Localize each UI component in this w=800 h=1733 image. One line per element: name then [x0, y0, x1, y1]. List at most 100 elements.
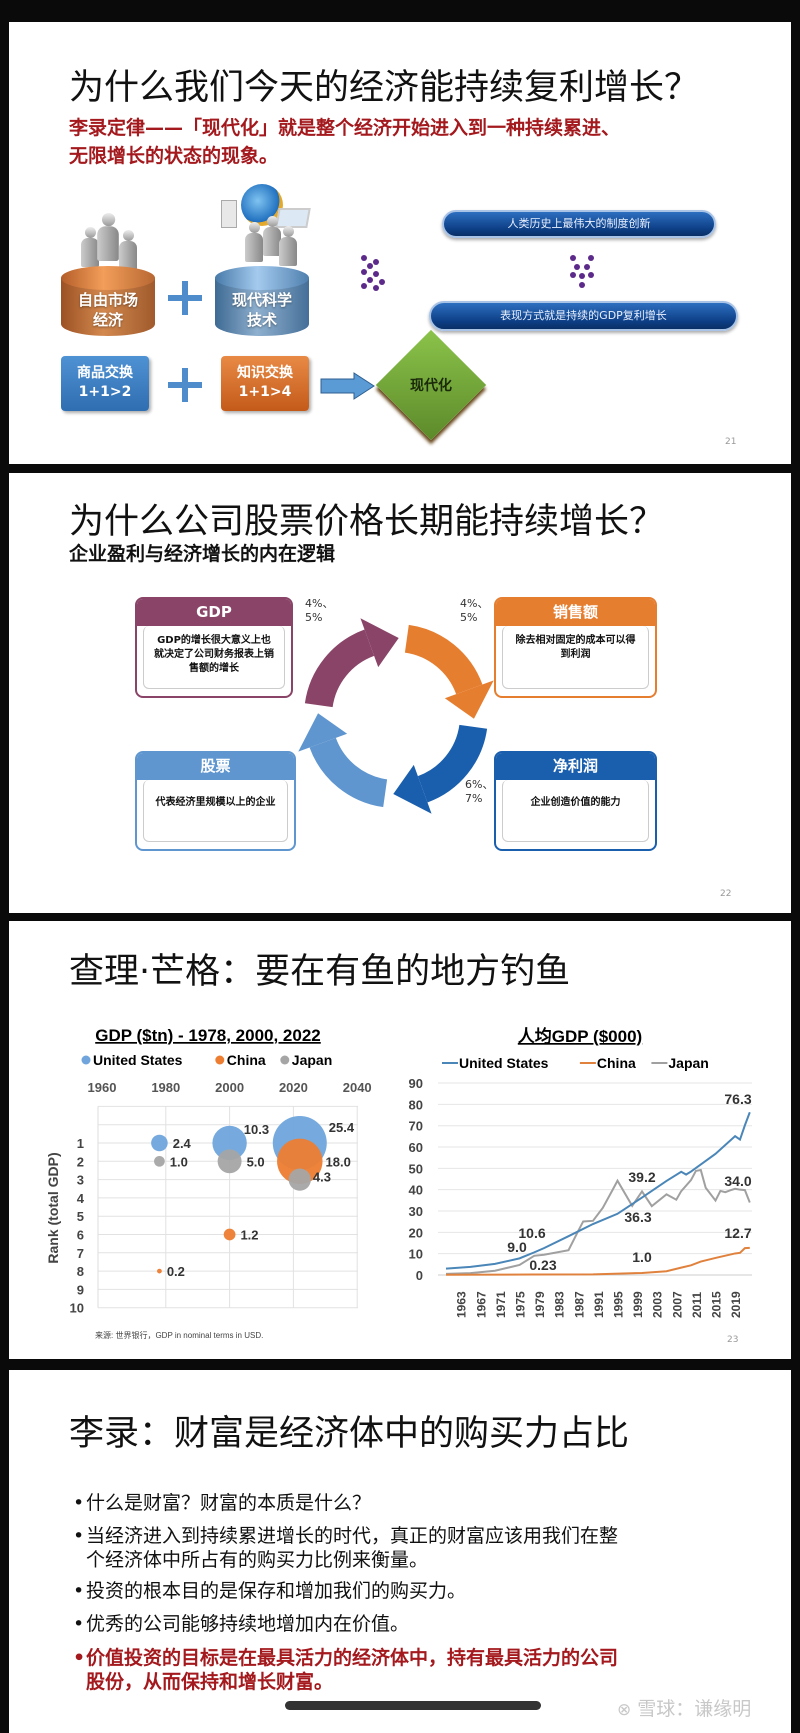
arrow-gdp-to-sales-shaft: [304, 629, 375, 708]
x-tick-label: 1983: [553, 1291, 567, 1318]
series-line-japan: [445, 1168, 751, 1275]
arrow-profit-to-stock-shaft: [417, 724, 488, 803]
bubble-china: [277, 1138, 323, 1185]
arrow-sales-to-profit-head: [444, 680, 494, 719]
data-label: 5.0: [247, 1154, 265, 1169]
bubble-china: [157, 1268, 162, 1274]
y-tick-label: 7: [77, 1246, 84, 1261]
x-tick-label: 1999: [631, 1291, 645, 1318]
x-tick-label: 2040: [343, 1080, 372, 1095]
x-tick-label: 1963: [455, 1291, 469, 1318]
bubble-japan: [217, 1149, 242, 1174]
data-label: 39.2: [628, 1169, 655, 1185]
cycle-diagram: [298, 618, 494, 814]
x-tick-label: 2000: [215, 1080, 244, 1095]
arrow-stock-to-gdp-head: [298, 713, 348, 752]
y-tick-label: 80: [409, 1097, 423, 1112]
x-tick-label: 1991: [592, 1291, 606, 1318]
cylinder-free-market: 自由市场经济: [61, 278, 155, 336]
data-label: 12.7: [724, 1225, 751, 1241]
box-stock: 股票 代表经济里规模以上的企业: [135, 751, 296, 851]
box-body: 企业创造价值的能力: [502, 780, 649, 842]
data-label: 18.0: [326, 1154, 351, 1169]
legend-label: Japan: [668, 1055, 708, 1071]
bubble-china: [223, 1228, 236, 1241]
legend-label: United States: [459, 1055, 549, 1071]
page-number: 22: [720, 889, 732, 899]
y-tick-label: 70: [409, 1119, 423, 1134]
y-tick-label: 9: [77, 1282, 84, 1297]
series-line-china: [445, 1246, 750, 1276]
arrow-profit-to-stock-head: [393, 764, 432, 814]
y-tick-label: 1: [77, 1136, 84, 1151]
y-tick-label: 60: [409, 1140, 423, 1155]
slide-subtitle: 企业盈利与经济增长的内在逻辑: [69, 543, 336, 565]
box-gdp: GDP GDP的增长很大意义上也就决定了公司财务报表上销售额的增长: [135, 597, 293, 698]
growth-rate-profit: 6%、7%: [465, 778, 494, 805]
data-label: 2.4: [173, 1136, 192, 1151]
box-body: 代表经济里规模以上的企业: [143, 780, 288, 842]
x-tick-label: 1975: [514, 1291, 528, 1318]
cylinder-modern-science: 现代科学技术: [215, 278, 309, 336]
legend-marker: [215, 1055, 225, 1065]
y-tick-label: 3: [77, 1173, 84, 1188]
subtitle-line: 李录定律——「现代化」就是整个经济开始进入到一种持续累进、: [69, 117, 621, 139]
page-number: 21: [725, 437, 737, 447]
data-label: 0.23: [529, 1257, 556, 1273]
x-tick-label: 2015: [710, 1291, 724, 1318]
data-label: 1.0: [632, 1249, 652, 1265]
plus-icon: [168, 368, 202, 402]
chart-title: GDP ($tn) - 1978, 2000, 2022: [95, 1026, 321, 1045]
pill-institution-innovation: 人类历史上最伟大的制度创新: [442, 210, 716, 238]
x-tick-label: 1987: [572, 1291, 586, 1318]
data-label: 34.0: [724, 1173, 751, 1189]
box-body: GDP的增长很大意义上也就决定了公司财务报表上销售额的增长: [143, 626, 285, 689]
y-tick-label: 8: [77, 1264, 84, 1279]
home-indicator[interactable]: [285, 1701, 541, 1710]
x-tick-label: 2011: [690, 1292, 704, 1318]
y-tick-label: 2: [77, 1154, 84, 1169]
y-tick-label: 0: [416, 1268, 423, 1283]
bubble-united-states: [212, 1125, 247, 1161]
legend-marker: [81, 1055, 91, 1065]
pill-gdp-compound-growth: 表现方式就是持续的GDP复利增长: [429, 301, 738, 331]
y-tick-label: 90: [409, 1076, 423, 1091]
box-body: 除去相对固定的成本可以得到利润: [502, 626, 649, 689]
arrow-stock-to-gdp-shaft: [309, 737, 388, 808]
slide-24: 李录：财富是经济体中的购买力占比 •什么是财富？财富的本质是什么？ •当经济进入…: [9, 1370, 791, 1733]
x-tick-label: 1995: [612, 1291, 626, 1318]
legend-marker: [280, 1055, 290, 1065]
y-tick-label: 20: [409, 1225, 423, 1240]
series-line-united-states: [445, 1111, 751, 1270]
box-sales: 销售额 除去相对固定的成本可以得到利润: [494, 597, 657, 698]
arrow-gdp-to-sales-head: [360, 618, 399, 668]
page-number: 23: [727, 1335, 739, 1345]
box-net-profit: 净利润 企业创造价值的能力: [494, 751, 657, 851]
subtitle-line: 无限增长的状态的现象。: [69, 145, 279, 167]
data-label: 10.3: [244, 1122, 269, 1137]
data-label: 25.4: [329, 1120, 355, 1135]
x-tick-label: 1960: [88, 1080, 117, 1095]
legend-label: Japan: [292, 1052, 332, 1068]
box-title: 股票: [137, 753, 294, 780]
data-label: 9.0: [507, 1239, 527, 1255]
y-tick-label: 6: [77, 1228, 84, 1243]
data-label: 0.2: [167, 1264, 185, 1279]
bubble-japan: [154, 1155, 165, 1167]
slide-title: 为什么我们今天的经济能持续复利增长？: [69, 68, 700, 108]
slide-subtitle: 李录定律——「现代化」就是整个经济开始进入到一种持续累进、 无限增长的状态的现象…: [69, 114, 620, 170]
right-arrow-icon: [320, 372, 375, 400]
watermark: ⊗ 雪球：谦缘明: [617, 1698, 752, 1720]
x-tick-label: 1980: [151, 1080, 180, 1095]
data-label: 1.2: [240, 1228, 258, 1243]
legend-label: United States: [93, 1052, 183, 1068]
y-tick-label: 40: [409, 1183, 423, 1198]
slide-title: 李录：财富是经济体中的购买力占比: [69, 1414, 630, 1454]
box-title: 净利润: [496, 753, 655, 780]
data-label: 36.3: [624, 1209, 651, 1225]
